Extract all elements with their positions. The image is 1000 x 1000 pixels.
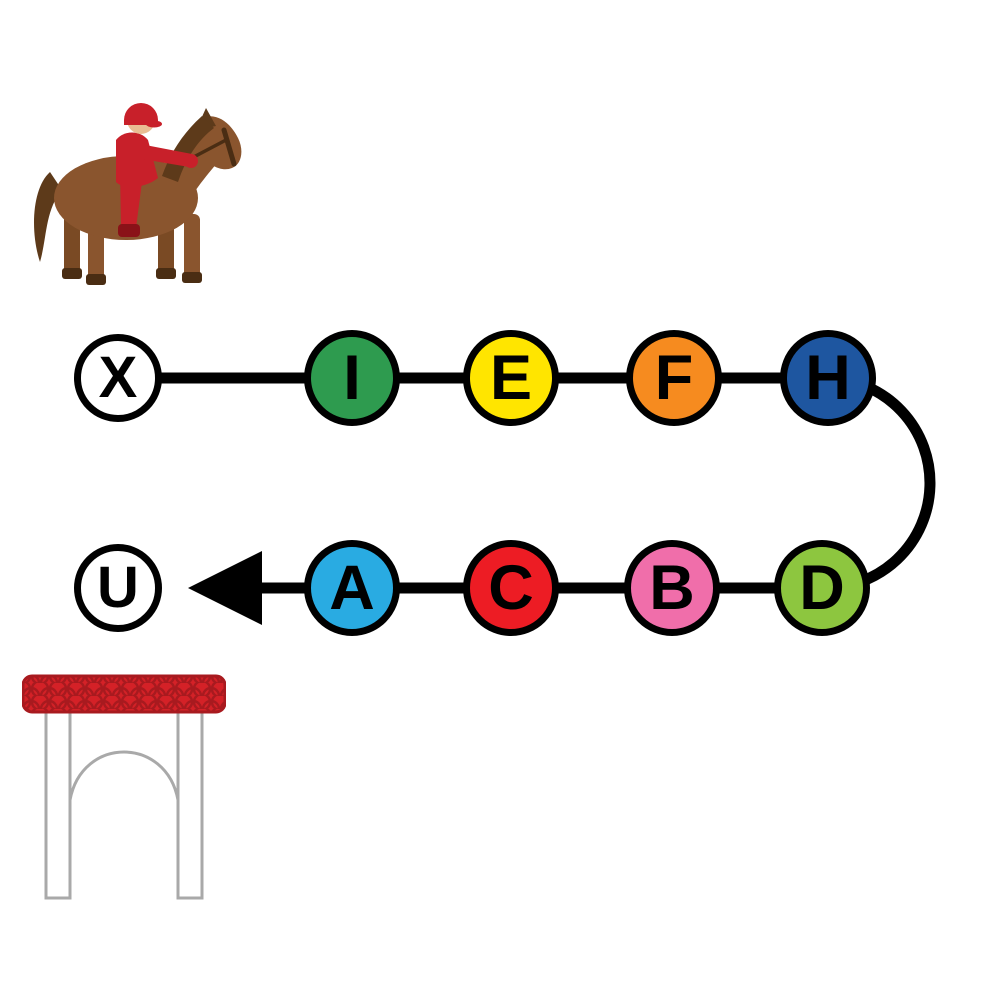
course-node-F: F: [626, 330, 722, 426]
jump-stand-icon: [22, 670, 226, 905]
course-node-B: B: [624, 540, 720, 636]
course-node-D: D: [774, 540, 870, 636]
horse-rider-icon: [28, 82, 246, 290]
course-node-H: H: [780, 330, 876, 426]
course-node-X: X: [74, 334, 162, 422]
course-node-A: A: [304, 540, 400, 636]
course-node-E: E: [463, 330, 559, 426]
course-node-U: U: [74, 544, 162, 632]
arrow-head: [188, 551, 262, 625]
course-node-I: I: [304, 330, 400, 426]
course-curve-H-D: [821, 372, 936, 594]
course-node-C: C: [463, 540, 559, 636]
